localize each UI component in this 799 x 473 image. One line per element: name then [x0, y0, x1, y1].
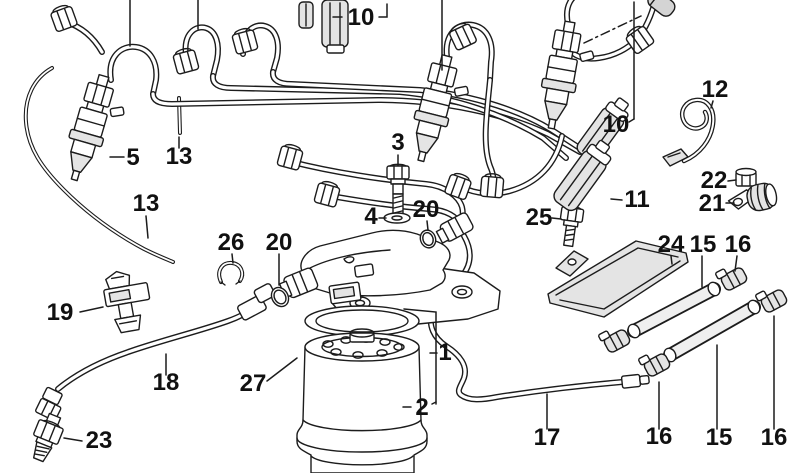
callout-labels: 5 13 13 19 26 20 18 23 27 3 4 20 10 10 1… [47, 4, 788, 454]
hex-nut-22 [735, 167, 757, 187]
fuel-hose-15-upper [627, 281, 721, 339]
injector-right-2 [533, 18, 601, 135]
washer-4 [383, 212, 411, 224]
callout-20-right: 20 [413, 196, 440, 223]
filter-cartridge-2 [296, 328, 428, 473]
pipe-clamp-10-topleft [298, 0, 349, 54]
callout-22: 22 [701, 167, 728, 194]
fuel-hose-15-lower [663, 299, 761, 363]
callout-21: 21 [699, 190, 726, 217]
o-ring-20-right [419, 229, 437, 249]
pipe-clamp-11 [553, 139, 612, 212]
cutoff-leader-lines [129, 0, 642, 71]
callout-10-top: 10 [348, 4, 375, 31]
bolt-25 [559, 205, 585, 248]
callout-25: 25 [526, 204, 553, 231]
callout-1: 1 [438, 339, 451, 366]
callout-4: 4 [364, 203, 378, 230]
clamp-with-grommet-21 [727, 182, 778, 212]
callout-17: 17 [534, 424, 561, 451]
hose-clamp-16-a [597, 322, 633, 356]
o-ring-20-left [270, 286, 290, 308]
callout-3: 3 [391, 129, 404, 156]
leak-off-hose-13 [23, 66, 175, 264]
callout-24: 24 [658, 231, 685, 258]
drain-plug-23 [32, 412, 64, 463]
callout-leaders [63, 1, 775, 442]
injector-5 [57, 70, 134, 189]
callout-15-bottom: 15 [706, 424, 733, 451]
callout-15-top: 15 [690, 231, 717, 258]
callout-20-left: 20 [266, 229, 293, 256]
callout-16-top: 16 [725, 231, 752, 258]
callout-13-stub: 13 [166, 143, 193, 170]
retaining-hook-12 [662, 97, 716, 167]
callout-5: 5 [126, 144, 139, 171]
pipe-holder-19 [103, 270, 151, 334]
callout-26: 26 [218, 229, 245, 256]
callout-27: 27 [240, 370, 267, 397]
callout-2: 2 [415, 394, 428, 421]
protective-cap [647, 0, 676, 17]
bolt-3 [386, 163, 410, 217]
callout-10-right: 10 [603, 111, 630, 138]
callout-19: 19 [47, 299, 74, 326]
banjo-fitting-right [435, 212, 474, 244]
callout-11: 11 [624, 186, 649, 213]
callout-13-hose: 13 [133, 190, 160, 217]
clip-26 [217, 260, 245, 286]
callout-18: 18 [153, 369, 180, 396]
callout-12: 12 [702, 76, 729, 103]
callout-16-bottom: 16 [761, 424, 788, 451]
filter-gasket-ring [304, 305, 420, 337]
callout-16-mid: 16 [646, 423, 673, 450]
callout-23: 23 [86, 427, 113, 454]
bracket-plate-24 [547, 240, 689, 318]
